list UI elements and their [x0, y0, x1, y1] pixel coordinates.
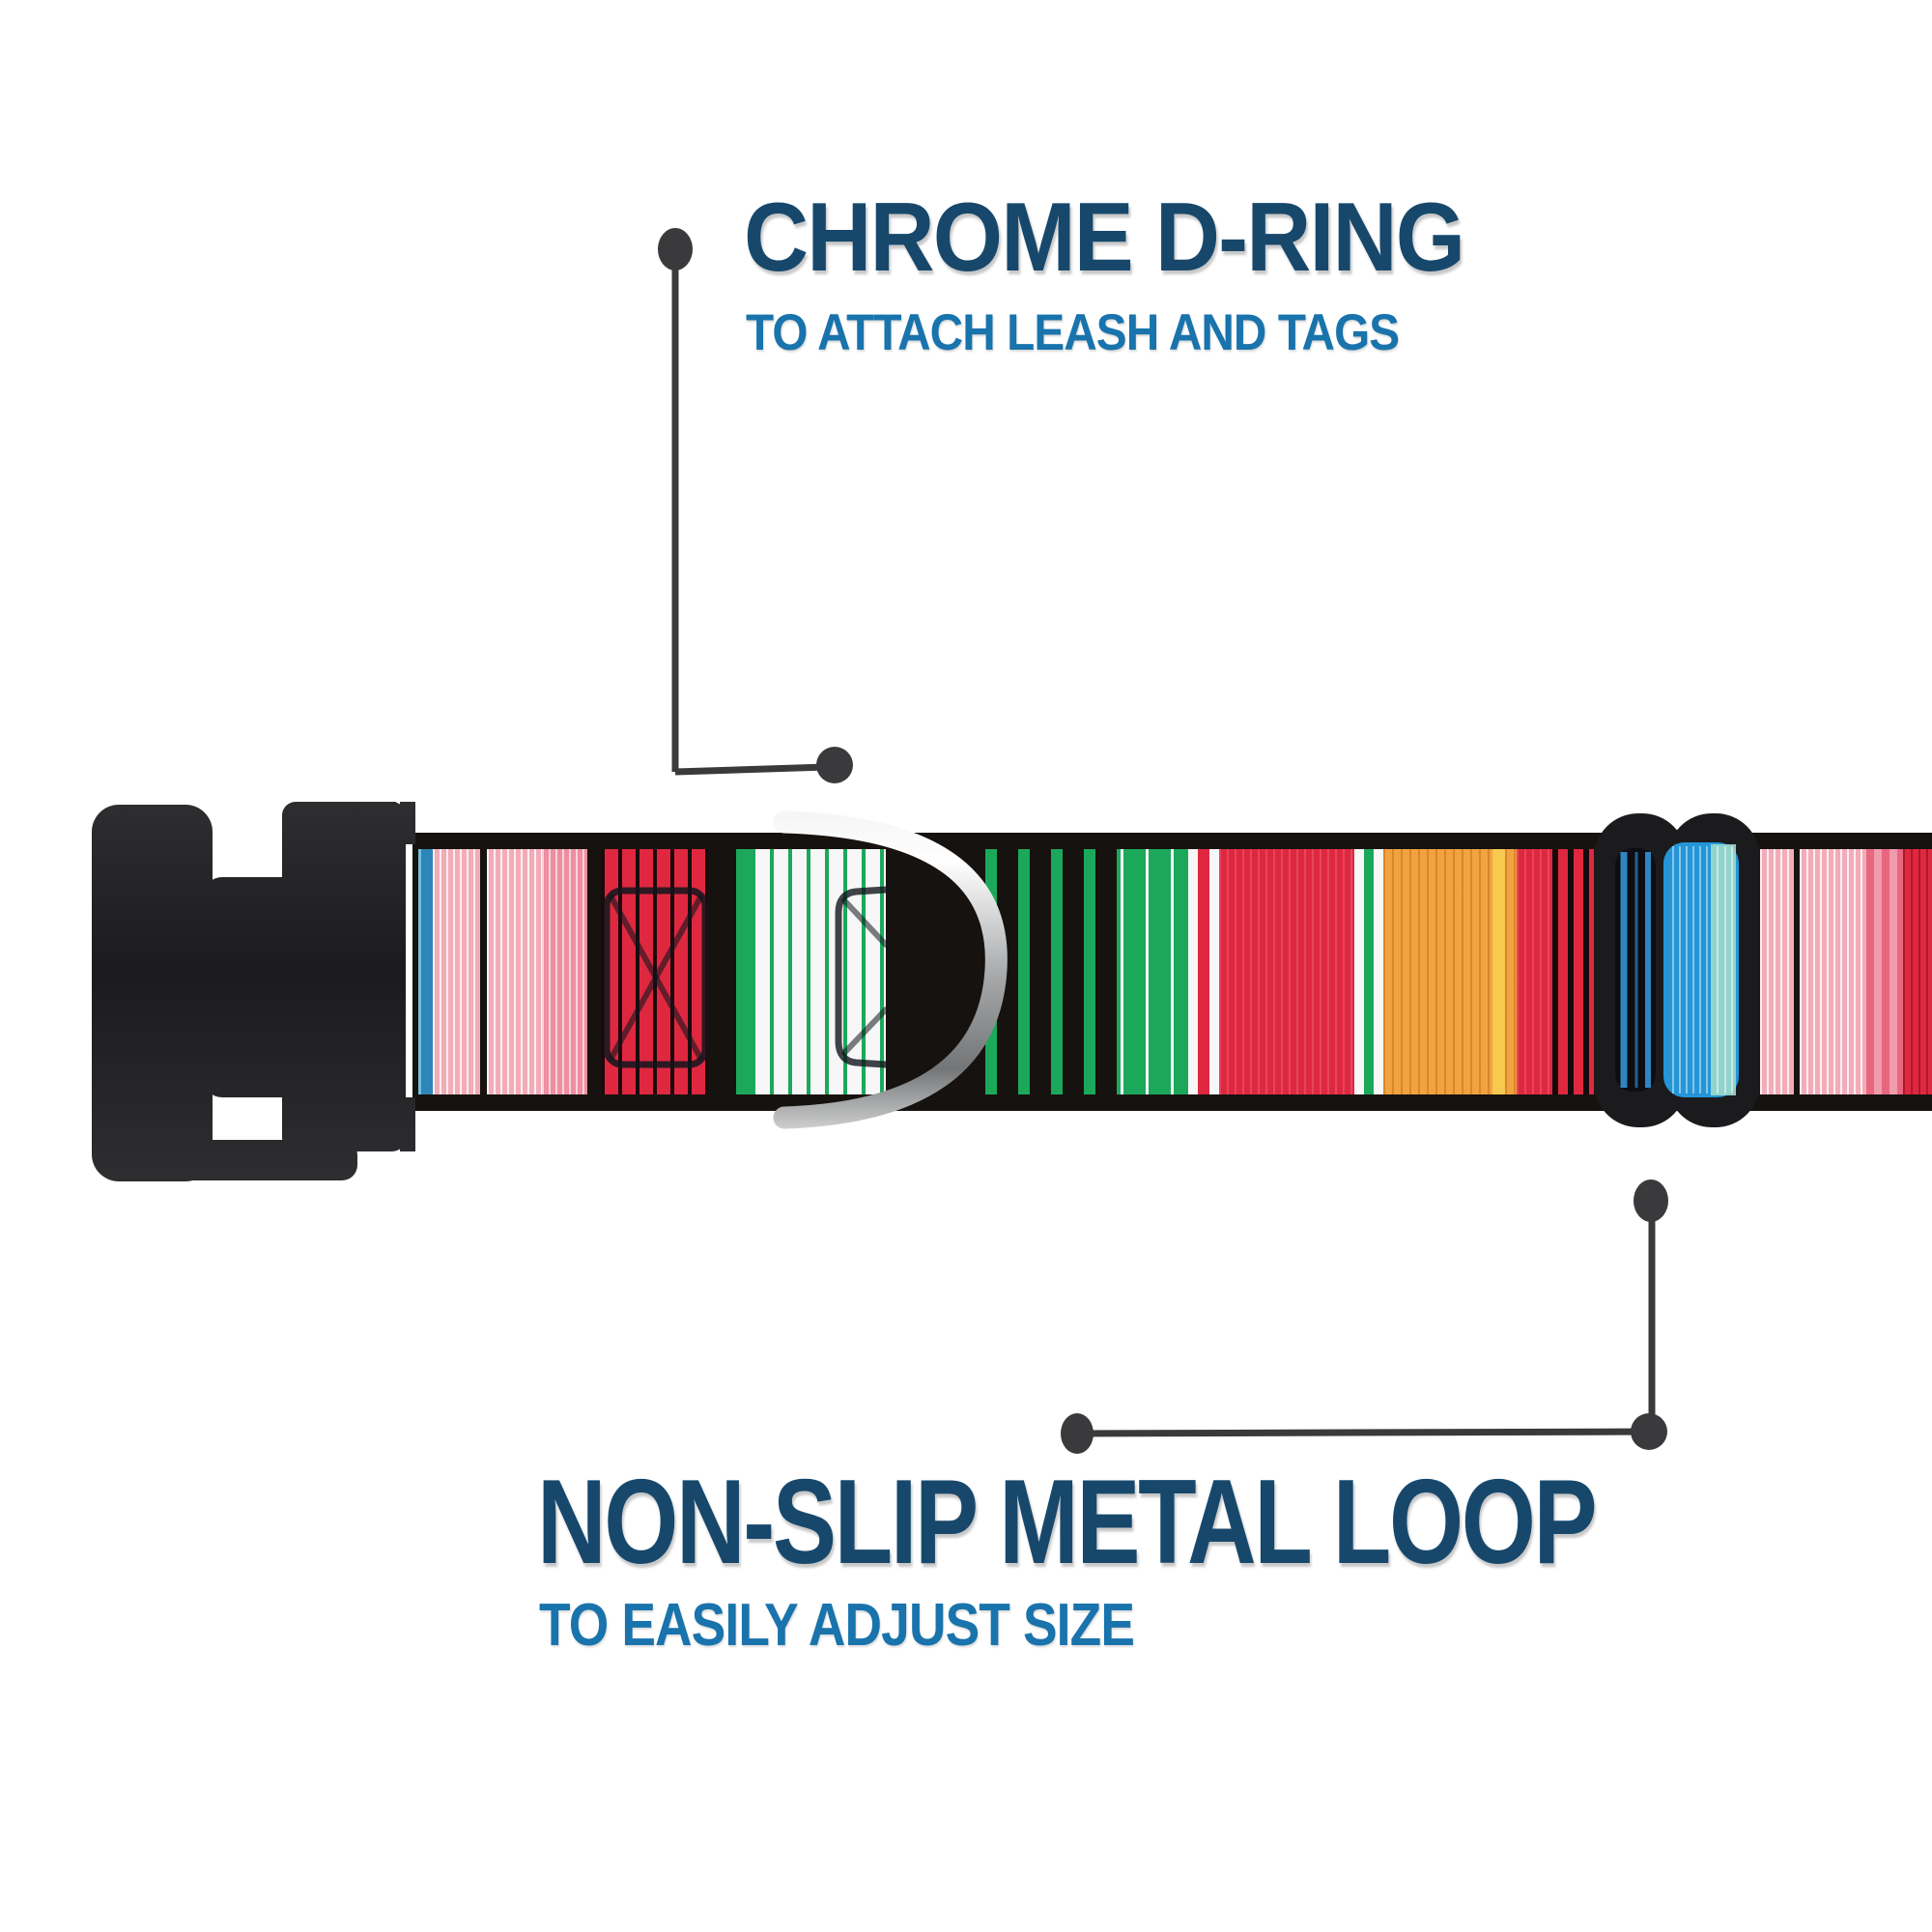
collar-stripe-redpin: [601, 849, 708, 1094]
buckle-center-bridge: [203, 877, 338, 1097]
collar-stripe-green: [736, 849, 752, 1094]
collar-stripe-red: [1219, 849, 1354, 1094]
buckle-left-bar: [92, 805, 213, 1181]
buckle-bottom-arm: [145, 1140, 357, 1180]
collar-stripe-ltpink: [1760, 849, 1794, 1094]
collar-stripe-orange: [1505, 849, 1517, 1094]
collar-stripe-yellow: [1492, 849, 1505, 1094]
collar-stripe-black: [412, 849, 418, 1094]
collar-stripe-black: [886, 849, 985, 1094]
collar-stripe-ltpink: [1800, 849, 1866, 1094]
callout-dot: [1061, 1413, 1094, 1454]
collar-stripe-greenblack: [985, 849, 1121, 1094]
collar-stripe-redstripe: [1903, 849, 1932, 1094]
callout-dot: [658, 228, 693, 270]
buckle-body: [282, 802, 406, 1151]
collar-stripe-wgw: [1354, 849, 1383, 1094]
collar-stripe-black: [1794, 849, 1800, 1094]
collar-webbing: [412, 833, 1932, 1111]
collar-stripe-black: [480, 849, 487, 1094]
callout-line: [674, 763, 828, 776]
callout-dot: [1634, 1179, 1668, 1222]
metal-loop-annotation-title: NON-SLIP METAL LOOP: [537, 1456, 1598, 1589]
collar-stripe-wrw: [1188, 849, 1219, 1094]
collar-stripe-midpink: [542, 849, 587, 1094]
collar-stripe-black: [587, 849, 601, 1094]
collar-stripe-greenwide: [1121, 849, 1188, 1094]
callout-dot: [816, 747, 853, 783]
collar-stripe-black: [708, 849, 736, 1094]
collar-stripe-red: [1517, 849, 1552, 1094]
collar-stripe-redblack: [1552, 849, 1594, 1094]
collar-stripe-orange: [1383, 849, 1492, 1094]
collar-stripe-pinkred: [1866, 849, 1903, 1094]
callout-line: [1077, 1428, 1653, 1437]
plastic-buckle: [92, 802, 415, 1181]
collar-stripe-ltpink: [433, 849, 480, 1094]
callout-dot: [1631, 1413, 1667, 1450]
metal-loop-annotation-subtitle: TO EASILY ADJUST SIZE: [539, 1592, 1135, 1659]
dring-annotation-subtitle: TO ATTACH LEASH AND TAGS: [746, 304, 1400, 361]
buckle-top-shoulder: [328, 802, 396, 850]
dring-annotation-title: CHROME D-RING: [744, 184, 1465, 292]
collar-stripe-blue: [418, 849, 433, 1094]
metal-loop-callout: [1061, 1179, 1668, 1454]
collar-stripe-ltpink: [487, 849, 542, 1094]
collar-stripe-slot: [1594, 849, 1760, 1094]
collar-stripe-whitegreen: [752, 849, 886, 1094]
